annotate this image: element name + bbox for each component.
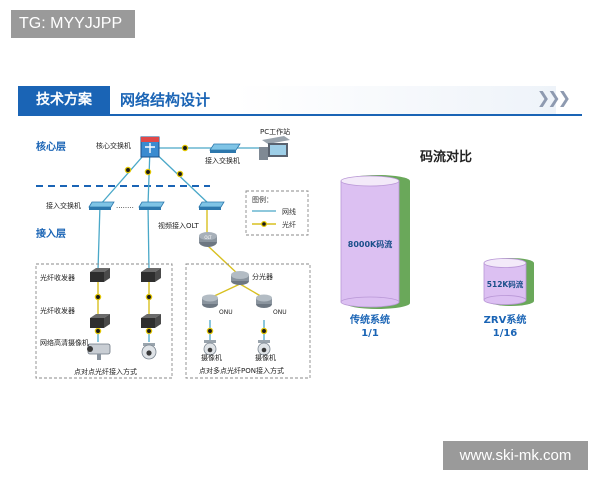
zrv-cylinder [483, 258, 534, 306]
header-underline [18, 114, 582, 116]
dome-camera-icon [203, 340, 217, 356]
fiber-markers [94, 144, 268, 335]
onu-icon [202, 294, 218, 308]
traditional-cylinder [340, 175, 410, 309]
pc-station-label: PC工作站 [260, 127, 290, 136]
legend: 图例： 网线 光纤 [245, 190, 309, 236]
hd-camera-label: 网络高清摄像机 [40, 338, 89, 347]
zrv-value: 512K码流 [487, 279, 524, 289]
access-switch-mid-icon [138, 201, 165, 210]
traditional-value: 8000K码流 [348, 239, 392, 249]
header-shade [236, 86, 556, 114]
dome-camera-icon [141, 343, 157, 360]
legend-title: 图例： [252, 195, 273, 204]
camera-label-1: 摄像机 [201, 353, 222, 362]
zrv-ratio: 1/16 [493, 328, 518, 339]
video-olt-label: 视频接入OLT [158, 221, 199, 230]
splitter-icon [231, 271, 249, 285]
comparison-title: 码流对比 [420, 149, 472, 165]
legend-fiber-label: 光纤 [282, 220, 296, 229]
p2mp-group-box [185, 263, 311, 379]
core-switch-label: 核心交换机 [96, 141, 131, 150]
zrv-name: ZRV系统 [484, 313, 527, 326]
core-layer-label: 核心层 [36, 140, 66, 153]
legend-fiber-marker [261, 221, 268, 228]
dome-camera-icon [257, 340, 271, 356]
camera-label-2: 摄像机 [255, 353, 276, 362]
fiber-transceiver-label-2: 光纤收发器 [40, 306, 75, 315]
traditional-name: 传统系统 [349, 313, 390, 326]
chevron-right-icon: ❯❯❯ [536, 88, 571, 107]
access-layer-label: 接入层 [36, 227, 66, 240]
core-switch-icon [140, 136, 160, 158]
fiber-transceiver-icon [141, 314, 161, 328]
olt-icon: OLT [199, 232, 217, 247]
p2p-group-box [35, 263, 173, 379]
watermark-top: TG: MYYJJPP [11, 10, 135, 38]
tech-tab: 技术方案 [18, 86, 110, 114]
fiber-transceiver-icon [90, 314, 110, 328]
pc-workstation-icon [259, 136, 290, 160]
access-switch-right-icon [209, 143, 241, 153]
cable-links [97, 147, 268, 342]
fiber-transceiver-label-1: 光纤收发器 [40, 273, 75, 282]
onu-icon [256, 294, 272, 308]
p2p-caption: 点对点光纤接入方式 [74, 367, 137, 376]
hd-camera-icon [87, 343, 111, 360]
page-title: 网络结构设计 [120, 91, 211, 109]
access-switch-left-label: 接入交换机 [46, 201, 81, 210]
watermark-bottom: www.ski-mk.com [443, 441, 588, 470]
onu-label-1: ONU [219, 309, 233, 316]
fiber-transceiver-icon [90, 268, 110, 282]
onu-label-2: ONU [273, 309, 287, 316]
splitter-label: 分光器 [252, 272, 273, 281]
traditional-ratio: 1/1 [361, 328, 379, 339]
fiber-transceiver-icon [141, 268, 161, 282]
legend-cable-label: 网线 [282, 207, 296, 216]
section-header: 技术方案 网络结构设计 ❯❯❯ [18, 86, 582, 116]
access-switch-right-label: 接入交换机 [205, 156, 240, 165]
access-switch-left-icon [88, 201, 115, 210]
access-switch-dots: ........ [116, 202, 134, 210]
olt-icon-text: OLT [204, 235, 212, 240]
access-switch-far-icon [198, 201, 225, 210]
p2mp-caption: 点对多点光纤PON接入方式 [199, 366, 284, 375]
